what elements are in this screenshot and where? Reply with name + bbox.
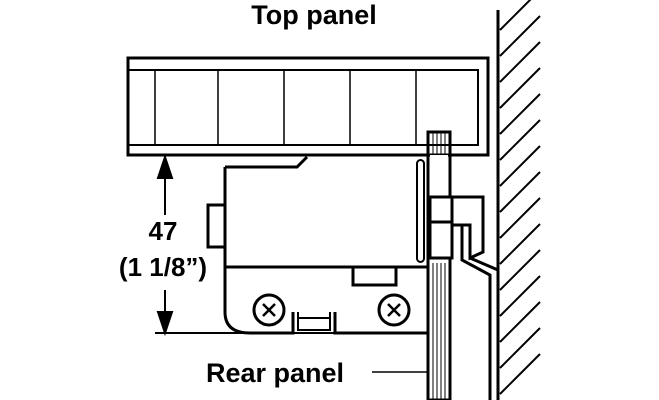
screw-icon bbox=[252, 293, 286, 327]
wall-hatch-line bbox=[499, 15, 541, 57]
wall-hatch-line bbox=[499, 327, 541, 369]
hinge-mechanism bbox=[206, 155, 430, 335]
mounting-bracket bbox=[452, 195, 499, 400]
wall-hatch-line bbox=[499, 301, 541, 343]
wall-hatch-line bbox=[499, 0, 532, 31]
wall-hatch-line bbox=[499, 67, 541, 109]
wall-hatch-line bbox=[499, 223, 541, 265]
wall-hatch-line bbox=[499, 275, 541, 317]
wall-hatch-line bbox=[499, 353, 541, 395]
wall-hatch-line bbox=[499, 41, 541, 83]
dimension-inch-label: (1 1/8”) bbox=[119, 252, 207, 282]
wall-hatch-line bbox=[499, 197, 541, 239]
wall-hatch-line bbox=[499, 171, 541, 213]
dimension-line bbox=[155, 153, 428, 337]
rear-panel-label: Rear panel bbox=[206, 358, 344, 388]
screw-icon bbox=[377, 293, 411, 327]
wall-hatch-line bbox=[499, 119, 541, 161]
rear-panel bbox=[426, 130, 454, 400]
dimension-mm-label: 47 bbox=[149, 216, 178, 246]
wall-hatch-line bbox=[499, 249, 541, 291]
wall-hatch-line bbox=[499, 145, 541, 187]
top-panel bbox=[126, 56, 490, 157]
wall-hatch-line bbox=[499, 93, 541, 135]
wall bbox=[496, 0, 541, 400]
top-panel-label: Top panel bbox=[251, 0, 377, 30]
